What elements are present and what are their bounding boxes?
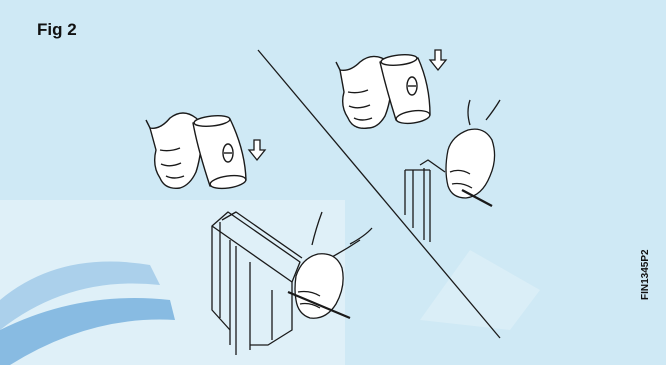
hand-holding-hammer-right-icon [336,53,431,128]
figure-title: Fig 2 [37,20,77,40]
down-arrow-right-icon [430,50,446,70]
figure-code: FIN1345P2 [640,260,652,300]
watermark-shape [420,250,540,330]
watermark [0,200,540,365]
hand-holding-hammer-left-icon [146,113,247,190]
down-arrow-left-icon [249,140,265,160]
